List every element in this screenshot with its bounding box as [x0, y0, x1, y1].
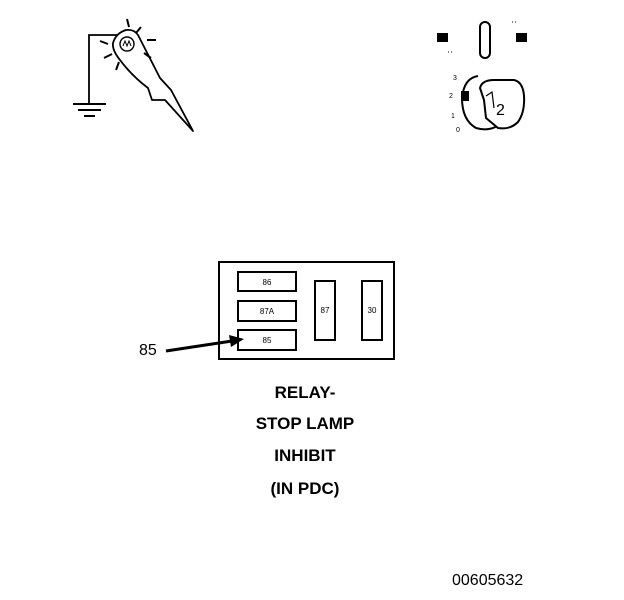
test-light-icon — [73, 18, 194, 132]
ignition-switch-icon — [437, 21, 527, 131]
caption-line-3: INHIBIT — [274, 446, 336, 465]
relay-terminal-87a: 87A — [260, 307, 275, 316]
callout-label: 85 — [139, 342, 157, 359]
ignition-position-0: 0 — [456, 127, 460, 134]
caption-line-4: (IN PDC) — [270, 479, 340, 498]
ignition-key-label: 2 — [496, 102, 505, 119]
callout-arrow — [165, 335, 244, 353]
relay-socket — [218, 261, 395, 360]
relay-terminal-85: 85 — [263, 336, 272, 345]
ignition-position-2: 2 — [449, 93, 453, 100]
relay-terminal-86: 86 — [263, 278, 272, 287]
figure-number: 00605632 — [452, 572, 524, 589]
caption-line-2: STOP LAMP — [255, 414, 355, 433]
relay-terminal-87: 87 — [321, 306, 330, 315]
relay-terminal-30: 30 — [368, 306, 377, 315]
caption-line-1: RELAY- — [274, 383, 336, 402]
ignition-position-3: 3 — [453, 75, 457, 82]
ignition-position-1: 1 — [451, 113, 455, 120]
